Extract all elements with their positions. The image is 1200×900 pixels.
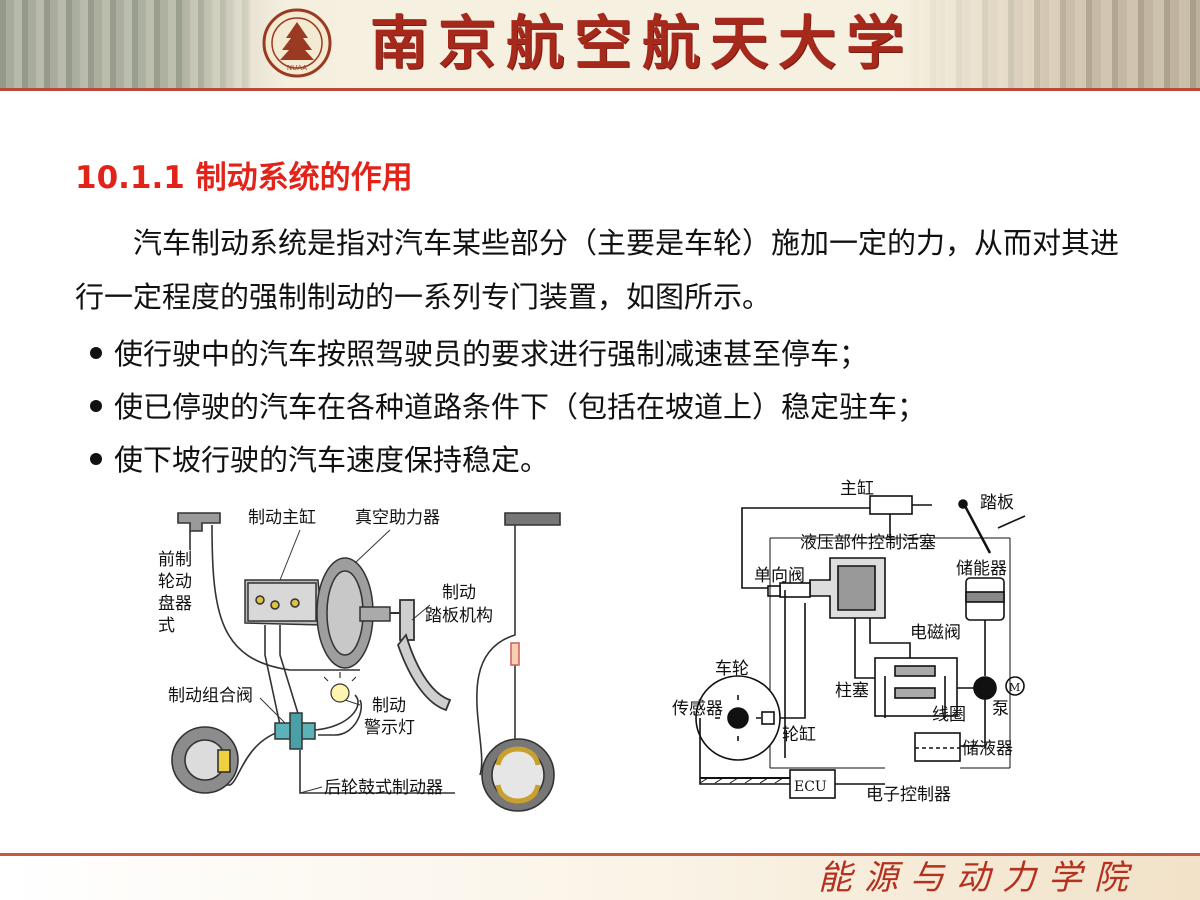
svg-text:真空助力器: 真空助力器: [355, 508, 440, 528]
svg-text:电子控制器: 电子控制器: [866, 785, 951, 805]
list-item: 使下坡行驶的汽车速度保持稳定。: [90, 434, 926, 487]
svg-text:单向阀: 单向阀: [754, 566, 805, 586]
brake-system-diagram: 前制 轮动 盘器 式 制动主缸 真空助力器 制动 踏板机构 制动组合阀 制动 警…: [158, 507, 561, 812]
university-seal-icon: NUAA: [262, 8, 332, 78]
header-banner: NUAA 南京航空航天大学: [0, 0, 1200, 88]
svg-text:前制: 前制: [158, 550, 192, 570]
header-divider: [0, 88, 1200, 91]
svg-text:轮缸: 轮缸: [782, 724, 816, 745]
svg-text:NUAA: NUAA: [287, 64, 307, 72]
svg-text:车轮: 车轮: [715, 659, 749, 679]
svg-text:储能器: 储能器: [956, 559, 1007, 579]
intro-paragraph: 汽车制动系统是指对汽车某些部分（主要是车轮）施加一定的力，从而对其进行一定程度的…: [75, 216, 1135, 324]
svg-text:储液器: 储液器: [962, 739, 1013, 759]
bullet-icon: [90, 347, 102, 359]
list-item: 使行驶中的汽车按照驾驶员的要求进行强制减速甚至停车；: [90, 328, 926, 381]
svg-text:ECU: ECU: [794, 779, 827, 795]
svg-text:液压部件控制活塞: 液压部件控制活塞: [800, 533, 936, 553]
svg-text:制动: 制动: [372, 696, 406, 716]
svg-text:踏板机构: 踏板机构: [425, 606, 493, 626]
list-item: 使已停驶的汽车在各种道路条件下（包括在坡道上）稳定驻车；: [90, 381, 926, 434]
svg-text:泵: 泵: [992, 699, 1009, 719]
svg-text:盘器: 盘器: [158, 594, 192, 614]
svg-text:柱塞: 柱塞: [835, 681, 869, 701]
svg-text:踏板: 踏板: [980, 493, 1014, 513]
svg-text:制动: 制动: [442, 583, 476, 603]
svg-text:制动主缸: 制动主缸: [248, 507, 316, 528]
svg-text:主缸: 主缸: [840, 478, 874, 499]
bullet-icon: [90, 400, 102, 412]
svg-text:式: 式: [158, 616, 175, 636]
svg-text:制动组合阀: 制动组合阀: [168, 686, 253, 706]
university-name: 南京航空航天大学: [370, 9, 915, 77]
svg-text:后轮鼓式制动器: 后轮鼓式制动器: [324, 778, 443, 798]
footer-divider: [0, 853, 1200, 856]
svg-text:M: M: [1009, 681, 1020, 694]
section-heading: 10.1.1 制动系统的作用: [75, 160, 413, 196]
school-name: 能源与动力学院: [818, 858, 1140, 898]
abs-schematic-diagram: 主缸 踏板 液压部件控制活塞 单向阀 储能器 电磁阀 车轮 传感器 柱塞 线圈 …: [672, 478, 1026, 805]
svg-text:警示灯: 警示灯: [364, 718, 415, 738]
svg-text:轮动: 轮动: [158, 572, 192, 592]
svg-text:线圈: 线圈: [932, 705, 966, 725]
bullet-icon: [90, 453, 102, 465]
svg-text:传感器: 传感器: [672, 699, 723, 719]
footer-banner: 能源与动力学院: [0, 856, 1200, 900]
intro-paragraph-text: 汽车制动系统是指对汽车某些部分（主要是车轮）施加一定的力，从而对其进行一定程度的…: [75, 226, 1120, 314]
function-list: 使行驶中的汽车按照驾驶员的要求进行强制减速甚至停车； 使已停驶的汽车在各种道路条…: [90, 328, 926, 487]
svg-text:电磁阀: 电磁阀: [910, 623, 961, 643]
